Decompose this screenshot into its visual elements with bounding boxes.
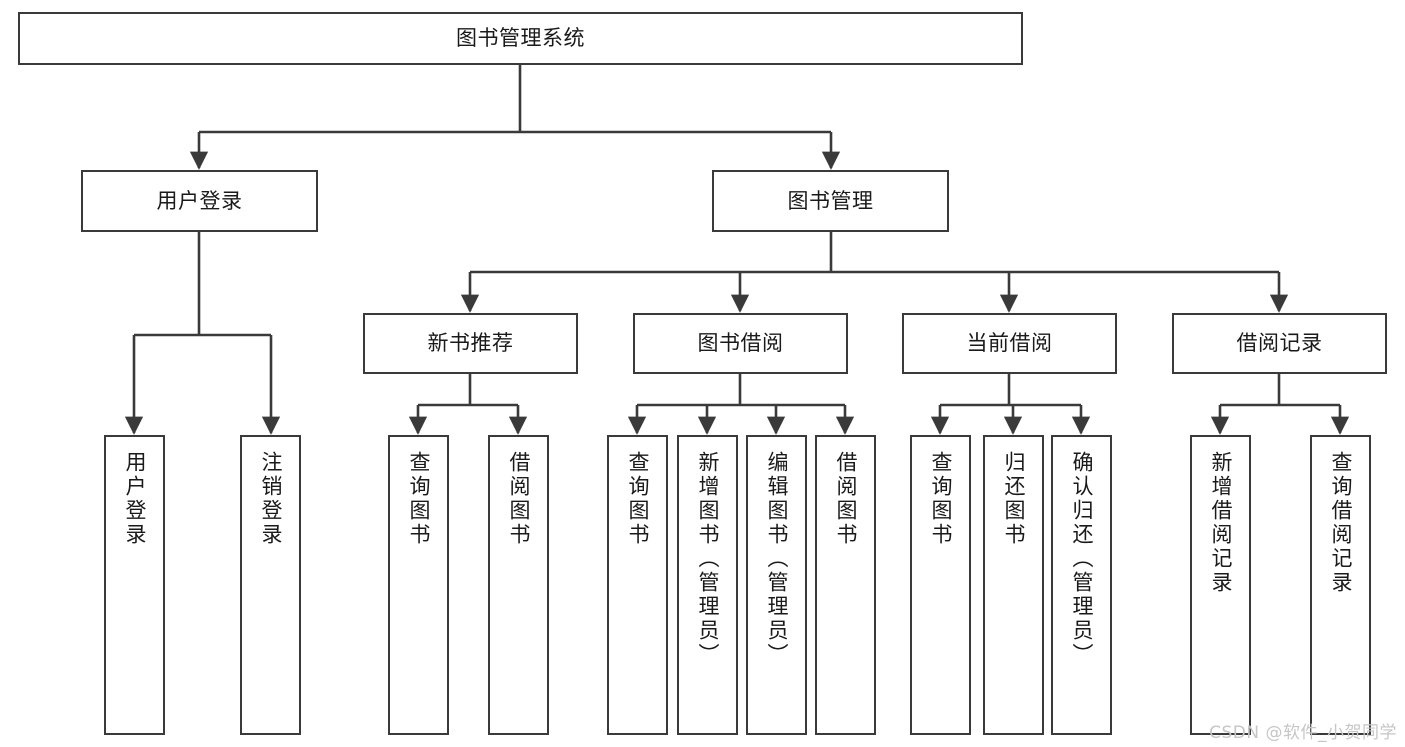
leaf-add-book[interactable]: 新增图书（管理员） bbox=[677, 435, 738, 735]
node-current-borrow[interactable]: 当前借阅 bbox=[902, 313, 1117, 374]
leaf-add-record[interactable]: 新增借阅记录 bbox=[1190, 435, 1251, 735]
node-book-borrow[interactable]: 图书借阅 bbox=[633, 313, 848, 374]
node-book-manage[interactable]: 图书管理 bbox=[712, 170, 949, 232]
leaf-query-book-3[interactable]: 查询图书 bbox=[910, 435, 971, 735]
leaf-query-record-label: 查询借阅记录 bbox=[1329, 451, 1353, 595]
watermark-credit: CSDN @软件_小贺同学 bbox=[1209, 723, 1397, 743]
leaf-query-book-2-label: 查询图书 bbox=[626, 451, 650, 547]
node-root-label: 图书管理系统 bbox=[456, 26, 585, 51]
leaf-confirm-return[interactable]: 确认归还（管理员） bbox=[1051, 435, 1112, 735]
node-current-borrow-label: 当前借阅 bbox=[966, 331, 1053, 356]
node-borrow-record[interactable]: 借阅记录 bbox=[1172, 313, 1387, 374]
node-book-borrow-label: 图书借阅 bbox=[697, 331, 784, 356]
leaf-user-logout-label: 注销登录 bbox=[259, 451, 283, 547]
leaf-user-login-label: 用户登录 bbox=[123, 451, 147, 547]
leaf-user-login[interactable]: 用户登录 bbox=[104, 435, 165, 735]
leaf-return-book[interactable]: 归还图书 bbox=[983, 435, 1044, 735]
leaf-query-book-3-label: 查询图书 bbox=[929, 451, 953, 547]
leaf-query-book-2[interactable]: 查询图书 bbox=[607, 435, 668, 735]
node-book-manage-label: 图书管理 bbox=[787, 188, 874, 213]
leaf-user-logout[interactable]: 注销登录 bbox=[240, 435, 301, 735]
leaf-edit-book[interactable]: 编辑图书（管理员） bbox=[746, 435, 807, 735]
node-root[interactable]: 图书管理系统 bbox=[18, 12, 1023, 65]
node-user-login-label: 用户登录 bbox=[156, 188, 243, 213]
leaf-query-record[interactable]: 查询借阅记录 bbox=[1310, 435, 1371, 735]
leaf-borrow-book-2[interactable]: 借阅图书 bbox=[815, 435, 876, 735]
node-new-book-recommend[interactable]: 新书推荐 bbox=[363, 313, 578, 374]
leaf-borrow-book-1[interactable]: 借阅图书 bbox=[488, 435, 549, 735]
leaf-confirm-return-label: 确认归还（管理员） bbox=[1070, 451, 1094, 667]
node-user-login[interactable]: 用户登录 bbox=[81, 170, 318, 232]
leaf-return-book-label: 归还图书 bbox=[1002, 451, 1026, 547]
leaf-borrow-book-2-label: 借阅图书 bbox=[834, 451, 858, 547]
node-borrow-record-label: 借阅记录 bbox=[1236, 331, 1323, 356]
leaf-add-record-label: 新增借阅记录 bbox=[1209, 451, 1233, 595]
node-new-book-recommend-label: 新书推荐 bbox=[427, 331, 514, 356]
leaf-edit-book-label: 编辑图书（管理员） bbox=[765, 451, 789, 667]
leaf-query-book-1[interactable]: 查询图书 bbox=[388, 435, 449, 735]
leaf-query-book-1-label: 查询图书 bbox=[407, 451, 431, 547]
leaf-add-book-label: 新增图书（管理员） bbox=[696, 451, 720, 667]
leaf-borrow-book-1-label: 借阅图书 bbox=[507, 451, 531, 547]
